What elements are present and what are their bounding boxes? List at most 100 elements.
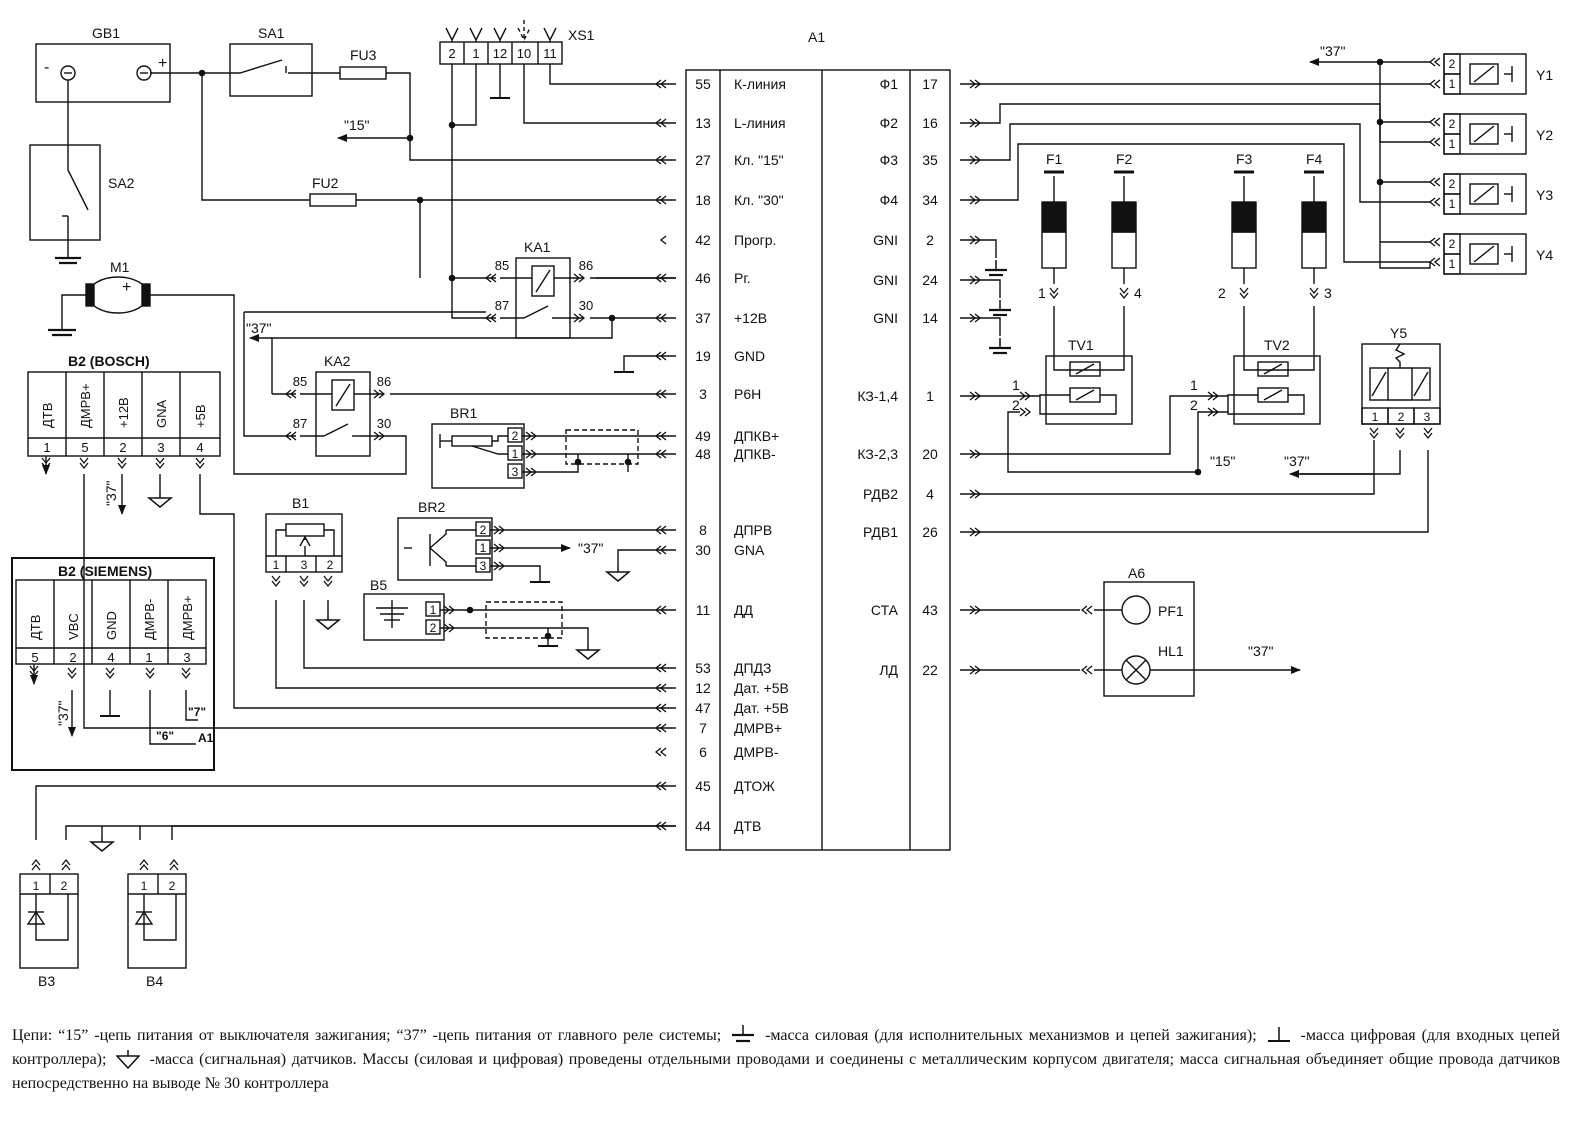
circuit-37-label: "37" xyxy=(1248,643,1274,659)
controller-pin-name: ДПДЗ xyxy=(734,660,771,676)
spark-plug-f4 xyxy=(1301,170,1327,284)
circuit-37-label: "37" xyxy=(578,540,604,556)
controller-pin-name: GNI xyxy=(873,232,898,248)
label-tv2: TV2 xyxy=(1264,337,1290,353)
controller-pin-number: 34 xyxy=(922,192,938,208)
controller-pin-number: 49 xyxy=(695,428,711,444)
controller-pin-name: GNA xyxy=(734,542,765,558)
y4-pin: 2 xyxy=(1449,237,1456,251)
controller-pin-number: 12 xyxy=(695,680,711,696)
controller-pin-number: 3 xyxy=(699,386,707,402)
siemens-note-7: "7" xyxy=(188,705,206,719)
y5-pin: 2 xyxy=(1398,410,1405,424)
ka2-pin-30: 30 xyxy=(377,416,391,431)
controller-pin-number: 20 xyxy=(922,446,938,462)
injector-y3 xyxy=(1443,173,1527,215)
controller-pin-number: 22 xyxy=(922,662,938,678)
legend: Цепи: “15” -цепь питания от выключателя … xyxy=(12,1024,1560,1096)
br2-pin: 2 xyxy=(480,523,487,537)
air-temp-sensor-b4 xyxy=(127,873,187,969)
y5-pin: 3 xyxy=(1424,410,1431,424)
controller-pin-name: ДМРВ+ xyxy=(734,720,782,736)
injector-y4 xyxy=(1443,233,1527,275)
label-ka1: KA1 xyxy=(524,239,551,255)
controller-pin-name: Ф2 xyxy=(880,115,899,131)
tv1-pin: 1 xyxy=(1012,377,1020,393)
knock-sensor-b5 xyxy=(363,593,445,641)
bosch-column-pin: 1 xyxy=(43,440,50,455)
controller-pin-number: 1 xyxy=(926,388,934,404)
controller-pin-name: ДД xyxy=(734,602,753,618)
siemens-note-6: "6" xyxy=(156,729,174,743)
spark-plug-f2 xyxy=(1111,170,1137,284)
xs1-pin: 12 xyxy=(493,46,507,61)
tv2-pin: 1 xyxy=(1190,377,1198,393)
controller-pin-name: К-линия xyxy=(734,76,786,92)
siemens-column-name: GND xyxy=(104,611,119,640)
controller-pin-name: GNI xyxy=(873,310,898,326)
bosch-column-name: GNA xyxy=(154,400,169,429)
controller-pin-number: 48 xyxy=(695,446,711,462)
controller-pin-number: 4 xyxy=(926,486,934,502)
cam-sensor-br2 xyxy=(397,517,493,581)
br2-pin: 3 xyxy=(480,559,487,573)
label-y1: Y1 xyxy=(1536,67,1553,83)
motor-plus: + xyxy=(122,279,131,296)
idle-air-valve-y5 xyxy=(1361,343,1441,425)
controller-pin-name: +12В xyxy=(734,310,767,326)
siemens-column-name: VBC xyxy=(66,613,81,640)
controller-pin-number: 35 xyxy=(922,152,938,168)
bosch-column-name: +12В xyxy=(116,397,131,428)
br1-pin: 3 xyxy=(512,465,519,479)
b1-pin: 2 xyxy=(327,558,334,572)
label-f2: F2 xyxy=(1116,151,1133,167)
f2-wire-number: 4 xyxy=(1134,285,1142,301)
ka1-pin-86: 86 xyxy=(579,258,593,273)
b1-pin: 1 xyxy=(273,558,280,572)
label-sa1: SA1 xyxy=(258,25,285,41)
circuit-15-label: "15" xyxy=(1210,453,1236,469)
crank-sensor-br1 xyxy=(431,423,525,489)
mass-air-flow-b2-siemens xyxy=(15,579,207,665)
controller-pin-number: 11 xyxy=(696,602,711,618)
y3-pin: 2 xyxy=(1449,177,1456,191)
controller-pin-number: 42 xyxy=(695,232,711,248)
legend-digital-ground: -масса цифровая (для входных цепей контр… xyxy=(12,1027,1561,1068)
siemens-column-pin: 2 xyxy=(69,650,76,665)
ka1-pin-30: 30 xyxy=(579,298,593,313)
label-b3: B3 xyxy=(38,973,55,989)
controller-pin-name: Кл. "15" xyxy=(734,152,784,168)
controller-pin-name: Р6Н xyxy=(734,386,761,402)
mass-air-flow-b2-bosch xyxy=(27,371,221,457)
bosch-column-pin: 5 xyxy=(81,440,88,455)
fuel-pump-motor-m1 xyxy=(87,276,149,314)
siemens-column-pin: 5 xyxy=(31,650,38,665)
controller-pin-number: 46 xyxy=(695,270,711,286)
injector-y1 xyxy=(1443,53,1527,95)
bosch-column-name: ДМРВ+ xyxy=(78,383,93,428)
controller-pin-number: 44 xyxy=(695,818,711,834)
label-f1: F1 xyxy=(1046,151,1063,167)
siemens-column-name: ДТВ xyxy=(28,615,43,640)
controller-pin-name: ЛД xyxy=(879,662,898,678)
label-sa2: SA2 xyxy=(108,175,135,191)
controller-pin-name: Рг. xyxy=(734,270,751,286)
br2-pin: 1 xyxy=(480,541,487,555)
b1-pin: 3 xyxy=(301,558,308,572)
injector-y2 xyxy=(1443,113,1527,155)
power-ground-icon xyxy=(732,1025,755,1043)
circuit-37-label: "37" xyxy=(1320,43,1346,59)
ka1-pin-87: 87 xyxy=(495,298,509,313)
legend-signal-ground: -масса (сигнальная) датчиков. Массы (сил… xyxy=(12,1051,1560,1092)
ka2-pin-86: 86 xyxy=(377,374,391,389)
b5-pin: 2 xyxy=(430,621,437,635)
siemens-column-name: ДМРВ+ xyxy=(180,595,195,640)
f3-wire-number: 2 xyxy=(1218,285,1226,301)
relay-ka1 xyxy=(515,257,571,339)
siemens-column-pin: 4 xyxy=(107,650,114,665)
controller-pin-number: 43 xyxy=(922,602,938,618)
ignition-coil-tv1 xyxy=(1039,355,1133,425)
controller-pin-number: 16 xyxy=(922,115,938,131)
label-y4: Y4 xyxy=(1536,247,1553,263)
controller-pin-name: КЗ-2,3 xyxy=(857,446,898,462)
